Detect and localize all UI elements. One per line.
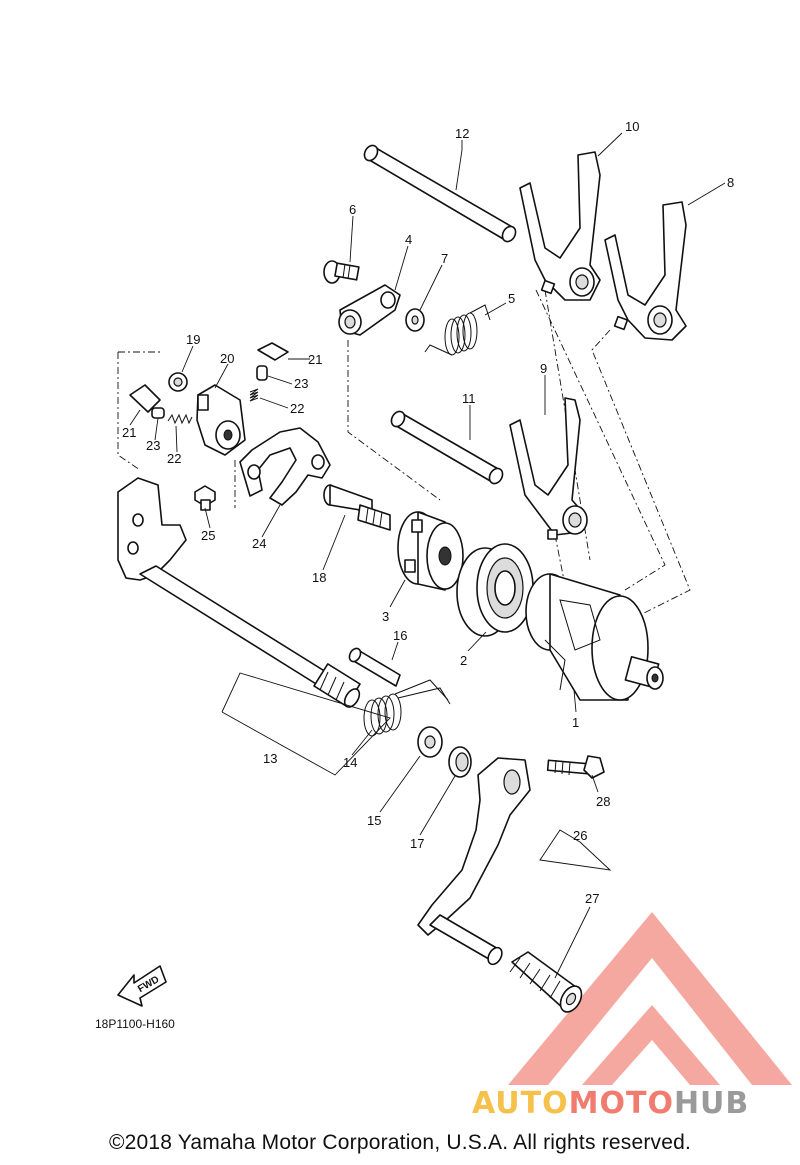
part-12-fork-shaft	[363, 144, 517, 243]
part-19-nut	[168, 372, 188, 392]
callout-labels: 1 2 3 4 5 6 7 8 9 10 11 12 13 14 15 16 1…	[122, 119, 734, 906]
watermark-word-moto: MOTO	[568, 1086, 674, 1121]
callout-26: 26	[573, 828, 587, 843]
part-3-segment	[397, 511, 464, 591]
callout-1: 1	[572, 715, 579, 730]
part-2-bearing	[456, 543, 534, 637]
part-25-bolt	[194, 485, 216, 511]
part-18-stopper-bolt	[323, 484, 391, 531]
part-11-fork-shaft	[390, 410, 504, 485]
part-9-shift-fork	[509, 397, 588, 540]
callout-3: 3	[382, 609, 389, 624]
part-21-pawl-lower	[129, 384, 161, 413]
watermark-word-hub: HUB	[673, 1086, 750, 1121]
part-22-spring-upper	[249, 388, 259, 402]
callout-20: 20	[220, 351, 234, 366]
part-1-shift-drum	[525, 573, 664, 701]
callout-21-upper: 21	[308, 352, 322, 367]
watermark-text: AUTOMOTOHUB	[472, 1086, 749, 1121]
part-27-pedal-rubber	[509, 951, 583, 1013]
part-23-pin-lower	[151, 407, 165, 419]
callout-7: 7	[441, 251, 448, 266]
part-14-return-spring	[363, 679, 451, 737]
callout-5: 5	[508, 291, 515, 306]
part-7-washer	[405, 308, 425, 332]
callout-21-lower: 21	[122, 425, 136, 440]
callout-2: 2	[460, 653, 467, 668]
callout-14: 14	[343, 755, 357, 770]
part-23-pin-upper	[256, 365, 268, 381]
part-4-stopper-lever	[338, 284, 401, 336]
callout-27: 27	[585, 891, 599, 906]
leader-lines	[129, 132, 726, 979]
callout-22-upper: 22	[290, 401, 304, 416]
callout-23-upper: 23	[294, 376, 308, 391]
group-brackets	[117, 289, 691, 616]
callout-28: 28	[596, 794, 610, 809]
callout-25: 25	[201, 528, 215, 543]
callout-8: 8	[727, 175, 734, 190]
part-6-bolt	[323, 260, 360, 284]
part-16-pin	[348, 647, 401, 687]
part-22-spring-lower	[167, 413, 193, 425]
callout-19: 19	[186, 332, 200, 347]
watermark-logo	[508, 912, 792, 1085]
callout-18: 18	[312, 570, 326, 585]
callout-9: 9	[540, 361, 547, 376]
callout-23-lower: 23	[146, 438, 160, 453]
copyright-notice: ©2018 Yamaha Motor Corporation, U.S.A. A…	[108, 1131, 692, 1154]
callout-15: 15	[367, 813, 381, 828]
callout-11: 11	[462, 391, 476, 406]
callout-4: 4	[405, 232, 412, 247]
part-20-segment	[196, 384, 246, 456]
watermark-word-auto: AUTO	[472, 1086, 569, 1121]
callout-10: 10	[625, 119, 639, 134]
part-5-torsion-spring	[424, 304, 491, 356]
part-17-oil-seal	[448, 746, 472, 778]
callout-17: 17	[410, 836, 424, 851]
part-13-shift-shaft	[117, 477, 361, 708]
part-15-washer	[417, 726, 443, 758]
part-21-pawl-upper	[257, 342, 289, 361]
part-8-shift-fork	[604, 201, 687, 341]
part-24-guide-plate	[239, 427, 331, 506]
part-26-shift-pedal	[417, 757, 531, 966]
callout-6: 6	[349, 202, 356, 217]
callout-24: 24	[252, 536, 266, 551]
part-28-pedal-bolt	[546, 755, 605, 779]
callout-16: 16	[393, 628, 407, 643]
fwd-arrow-icon: FWD	[117, 965, 167, 1007]
callout-12: 12	[455, 126, 469, 141]
callout-22-lower: 22	[167, 451, 181, 466]
callout-13: 13	[263, 751, 277, 766]
part-10-shift-fork	[519, 151, 601, 301]
diagram-code: 18P1100-H160	[95, 1017, 175, 1031]
